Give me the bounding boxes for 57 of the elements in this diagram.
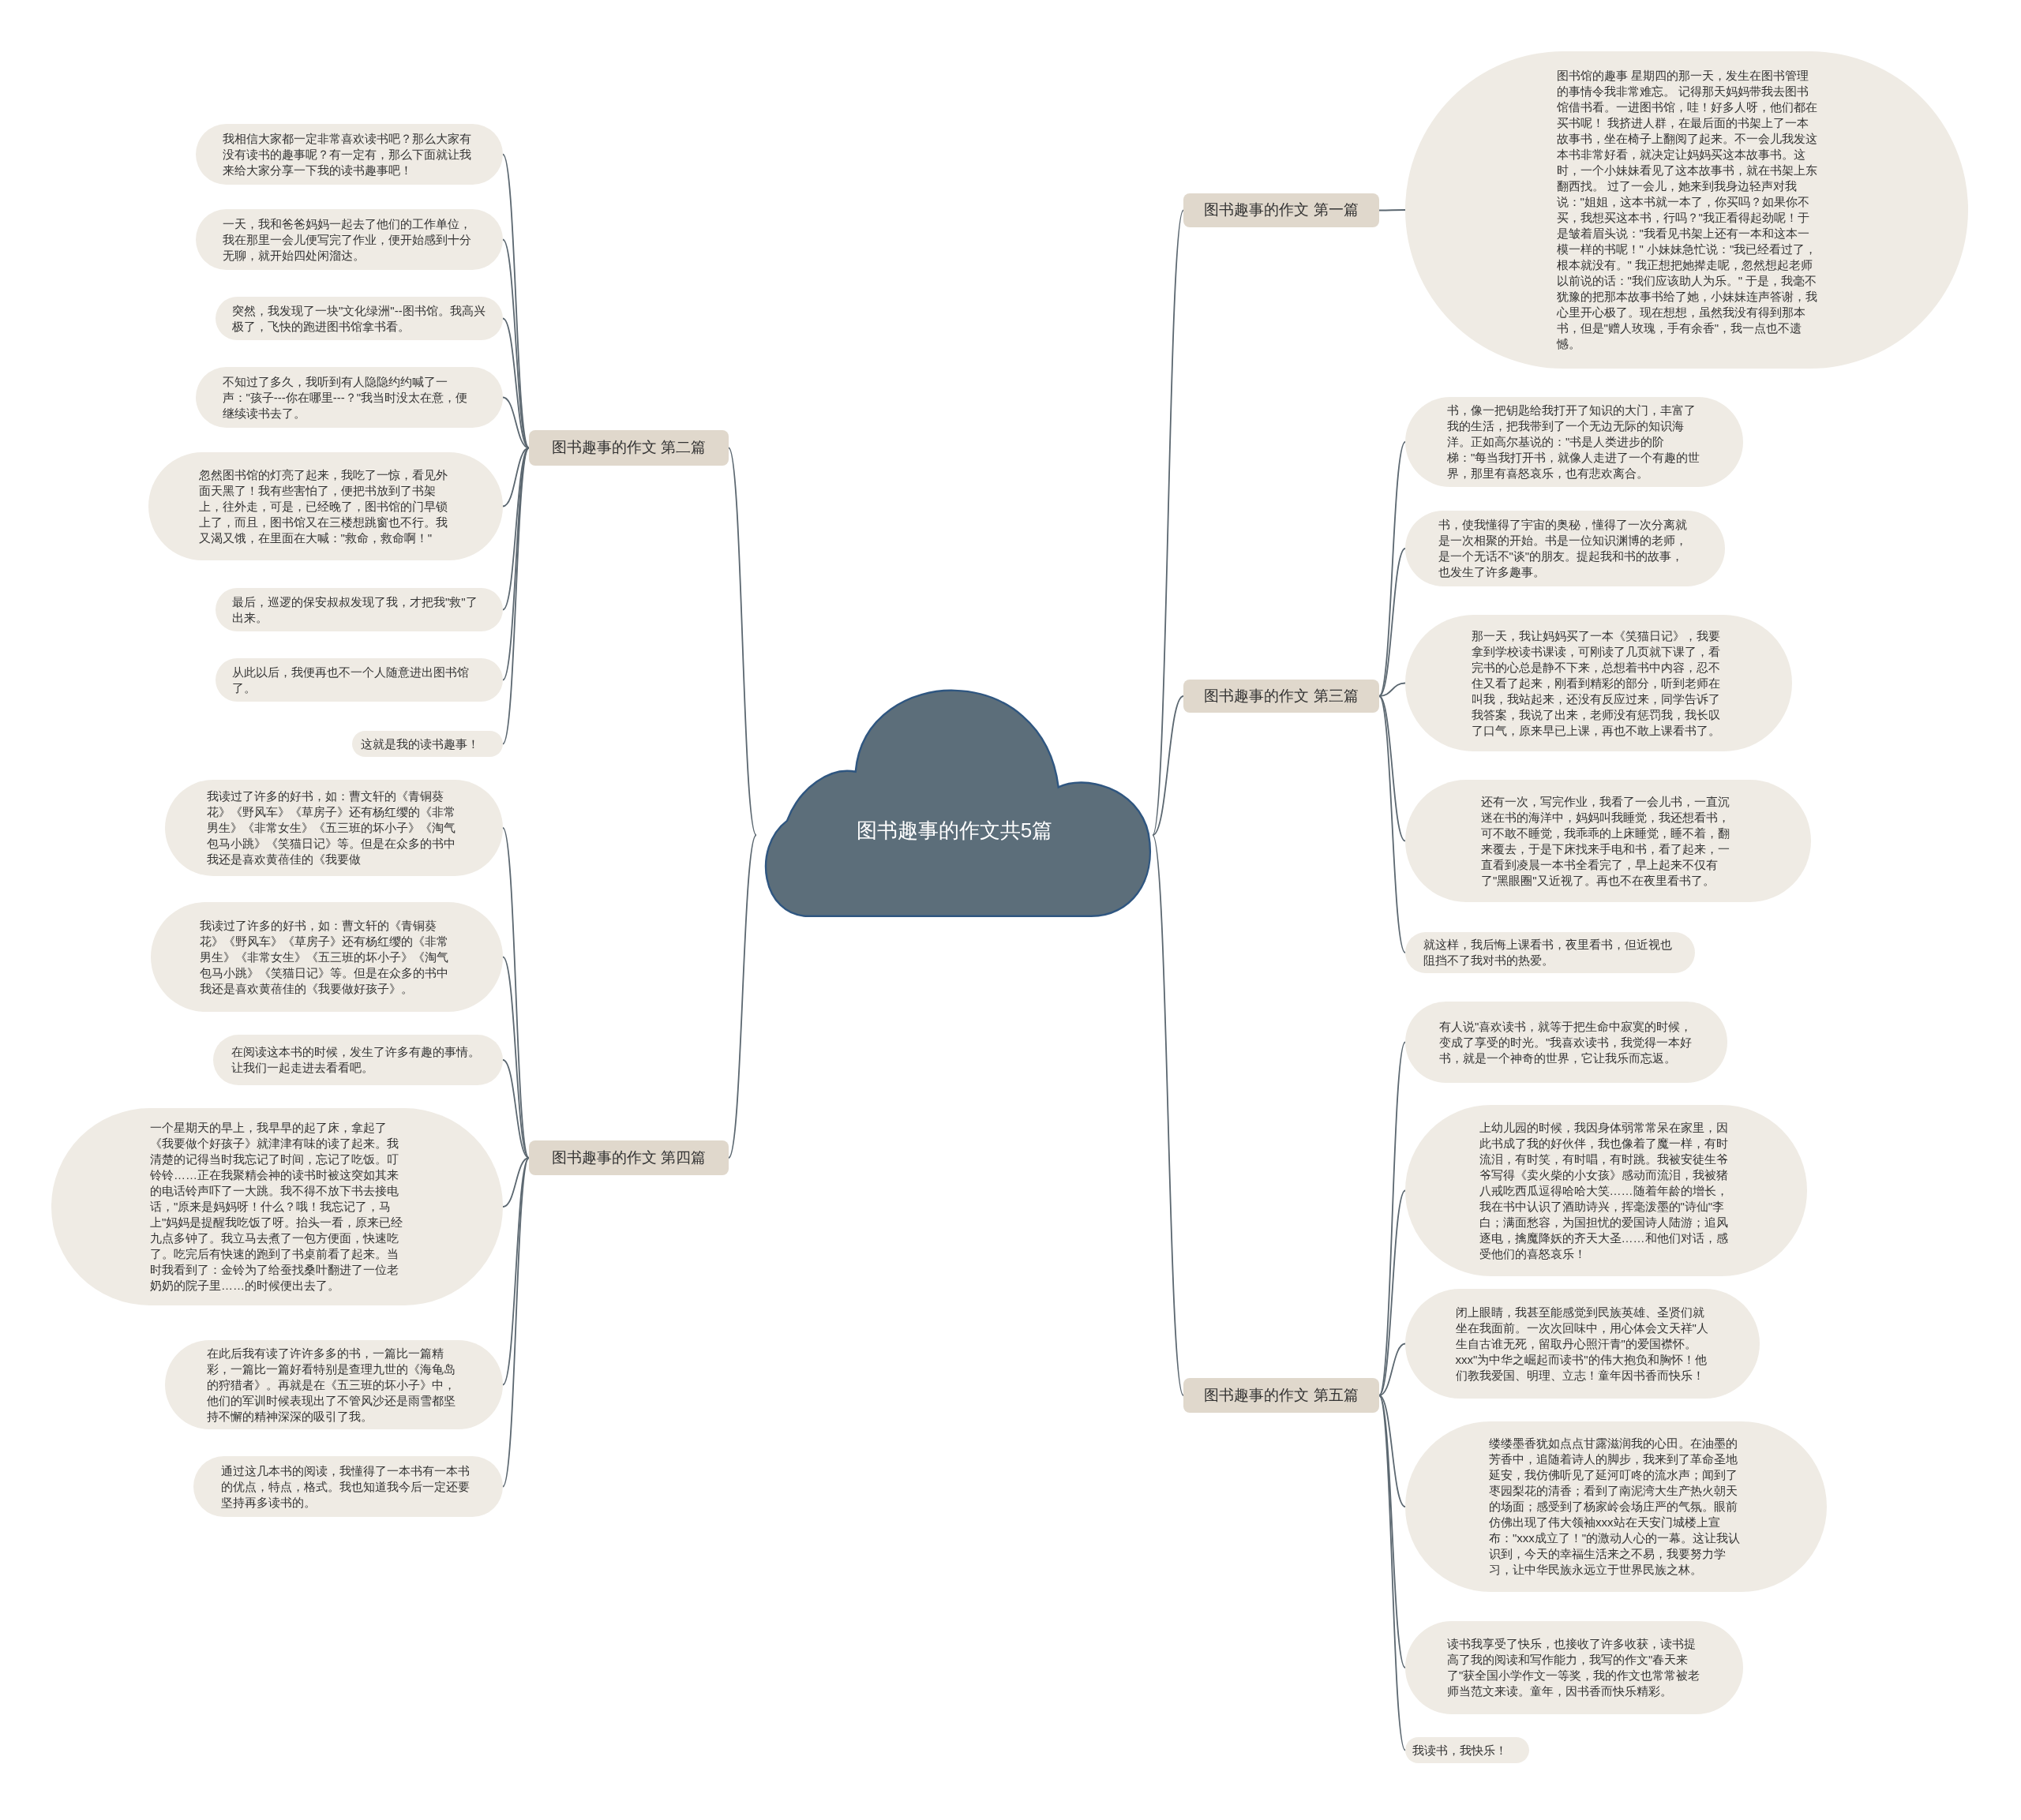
connector-line [502, 1059, 530, 1159]
connector-line [1378, 695, 1406, 842]
connector-line [1378, 1041, 1406, 1396]
connector-line [502, 447, 530, 507]
text-bubble: 我相信大家都一定非常喜欢读书吧？那么大家有没有读书的趣事呢？有一定有，那么下面就让我来给大家分享一下我的读书趣事吧！ [196, 124, 503, 185]
text-bubble: 突然，我发现了一块"文化绿洲"--图书馆。我高兴极了，飞快的跑进图书馆拿书看。 [216, 297, 503, 340]
connector-line [1378, 1189, 1406, 1396]
text-bubble: 我读过了许多的好书，如：曹文轩的《青铜葵花》《野风车》《草房子》还有杨红缨的《非常男生》《非常女生》《五三班的坏小子》《淘气包马小跳》《笑猫日记》等。但是在众多的书中我还是喜欢黄蓓佳的《我要做 [165, 780, 503, 876]
text-bubble: 缕缕墨香犹如点点甘露滋润我的心田。在油墨的芳香中，追随着诗人的脚步，我来到了革命圣地延安，我仿佛听见了延河叮咚的流水声；闻到了枣园梨花的清香；看到了南泥湾大生产热火朝天的场面；感受到了杨家岭会场庄严的气氛。眼前仿佛出现了伟大领袖xxx站在天安门城楼上宣布："xxx成立了！"的激动人心的一幕。这让我认识到，今天的幸福生活来之不易，我要努力学习，让中华民族永远立于世界民族之林。 [1405, 1421, 1827, 1592]
topic-pill: 图书趣事的作文 第五篇 [1183, 1378, 1379, 1413]
text-bubble: 闭上眼睛，我甚至能感觉到民族英雄、圣贤们就坐在我面前。一次次回味中，用心体会文天祥"人生自古谁无死，留取丹心照汗青"的爱国襟怀。xxx"为中华之崛起而读书"的伟大抱负和胸怀！他们教我爱国、明理、立志！童年因书香而快乐！ [1405, 1289, 1760, 1399]
central-topic: 图书趣事的作文共5篇 [856, 817, 1053, 844]
connector-line [502, 827, 530, 1159]
connector-line [1378, 1343, 1406, 1396]
text-bubble: 一个星期天的早上，我早早的起了床，拿起了《我要做个好孩子》就津津有味的读了起来。我清楚的记得当时我忘记了时间，忘记了吃饭。叮铃铃……正在我聚精会神的读书时被这突如其来的电话铃声吓了一大跳。我不得不放下书去接电话，"原来是妈妈呀！什么？哦！我忘记了，马上"妈妈是提醒我吃饭了呀。抬头一看，原来已经九点多钟了。我立马去煮了一包方便面，快速吃了。吃完后有快速的跑到了书桌前看了起来。当时我看到了：金铃为了给蚕找桑叶翻进了一位老奶奶的院子里……的时候便出去了。 [51, 1108, 503, 1305]
text-bubble: 忽然图书馆的灯亮了起来，我吃了一惊，看见外面天黑了！我有些害怕了，便把书放到了书架上，往外走，可是，已经晚了，图书馆的门早锁上了，而且，图书馆又在三楼想跳窗也不行。我又渴又饿，在里面在大喊："救命，救命啊！" [148, 452, 503, 560]
text-bubble: 书，使我懂得了宇宙的奥秘，懂得了一次分离就是一次相聚的开始。书是一位知识渊博的老师，是一个无话不"谈"的朋友。提起我和书的故事，也发生了许多趣事。 [1405, 511, 1725, 586]
text-bubble: 不知过了多久，我听到有人隐隐约约喊了一声："孩子---你在哪里---？"我当时没太在意，便继续读书去了。 [196, 367, 503, 428]
connector-line [728, 834, 757, 1159]
text-bubble: 有人说"喜欢读书，就等于把生命中寂寞的时候，变成了享受的时光。"我喜欢读书，我觉得一本好书，就是一个神奇的世界，它让我乐而忘返。 [1405, 1002, 1727, 1083]
connector-line [1152, 695, 1184, 837]
text-bubble: 书，像一把钥匙给我打开了知识的大门，丰富了我的生活，把我带到了一个无边无际的知识海洋。正如高尔基说的："书是人类进步的阶梯："每当我打开书，就像人走进了一个有趣的世界，那里有喜怒哀乐，也有悲欢离合。 [1405, 397, 1743, 487]
text-bubble: 最后，巡逻的保安叔叔发现了我，才把我"救"了出来。 [216, 588, 503, 631]
topic-pill: 图书趣事的作文 第二篇 [529, 430, 729, 466]
text-bubble: 这就是我的读书趣事！ [352, 731, 503, 757]
connector-line [502, 447, 530, 745]
text-bubble: 通过这几本书的阅读，我懂得了一本书有一本书的优点，特点，格式。我也知道我今后一定还要坚持再多读书的。 [193, 1456, 503, 1517]
text-bubble: 我读过了许多的好书，如：曹文轩的《青铜葵花》《野风车》《草房子》还有杨红缨的《非常男生》《非常女生》《五三班的坏小子》《淘气包马小跳》《笑猫日记》等。但是在众多的书中我还是喜欢黄蓓佳的《我要做好孩子》。 [151, 902, 503, 1012]
text-bubble: 一天，我和爸爸妈妈一起去了他们的工作单位，我在那里一会儿便写完了作业，便开始感到十分无聊，就开始四处闲溜达。 [196, 209, 503, 270]
connector-line [502, 396, 530, 449]
text-bubble: 读书我享受了快乐，也接收了许多收获，读书提高了我的阅读和写作能力，我写的作文"春天来了"获全国小学作文一等奖，我的作文也常常被老师当范文来读。童年，因书香而快乐精彩。 [1405, 1621, 1743, 1714]
connector-line [1378, 682, 1406, 697]
text-bubble: 上幼儿园的时候，我因身体弱常常呆在家里，因此书成了我的好伙伴，我也像着了魔一样，有时流泪，有时笑，有时唱，有时跳。我被安徒生爷爷写得《卖火柴的小女孩》感动而流泪，我被猪八戒吃西瓜逗得哈哈大笑……随着年龄的增长，我在书中认识了酒助诗兴，挥毫泼墨的"诗仙"李白；满面愁容，为国担忧的爱国诗人陆游；追风逐电，擒魔降妖的齐天大圣……和他们对话，感受他们的喜怒哀乐！ [1405, 1105, 1807, 1276]
topic-pill: 图书趣事的作文 第三篇 [1183, 680, 1379, 713]
connector-line [1152, 834, 1184, 1396]
text-bubble: 那一天，我让妈妈买了一本《笑猫日记》，我要拿到学校读书课读，可刚读了几页就下课了，看完书的心总是静不下来，总想着书中内容，忍不住又看了起来，刚看到精彩的部分，听到老师在叫我，我站起来，还没有反应过来，同学告诉了我答案，我说了出来，老师没有惩罚我，我长叹了口气，原来早已上课，再也不敢上课看书了。 [1405, 615, 1792, 751]
text-bubble: 就这样，我后悔上课看书，夜里看书，但近视也阻挡不了我对书的热爱。 [1405, 932, 1695, 973]
connector-line [1378, 548, 1406, 697]
topic-pill: 图书趣事的作文 第一篇 [1183, 193, 1379, 227]
connector-line [1378, 209, 1406, 212]
connector-line [728, 447, 757, 837]
connector-line [502, 1157, 530, 1208]
connector-line [502, 238, 530, 449]
connector-line [502, 1157, 530, 1488]
text-bubble: 还有一次，写完作业，我看了一会儿书，一直沉迷在书的海洋中，妈妈叫我睡觉，我还想看书，可不敢不睡觉，我乖乖的上床睡觉，睡不着，翻来覆去，于是下床找来手电和书，看了起来，一直看到凌晨一本书全看完了，早上起来不仅有了"黑眼圈"又近视了。再也不在夜里看书了。 [1405, 780, 1811, 902]
topic-pill: 图书趣事的作文 第四篇 [529, 1140, 729, 1175]
connector-line [502, 956, 530, 1159]
connector-line [1378, 1395, 1406, 1751]
text-bubble: 图书馆的趣事 星期四的那一天，发生在图书管理的事情令我非常难忘。 记得那天妈妈带我去图书馆借书看。一进图书馆，哇！好多人呀，他们都在买书呢！ 我挤进人群，在最后面的书架上了一本故事书，坐在椅子上翻阅了起来。不一会儿我发这本书非常好看，就决定让妈妈买这本故事书。这时，一个小妹妹看见了这本故事书，就在书架上东翻西找。 过了一会儿，她来到我身边轻声对我说："姐姐，这本书就一本了，你买吗？如果你不买，我想买这本书，行吗？"我正看得起劲呢！于是皱着眉头说："我看见书架上还有一本和这本一模一样的书呢！" 小妹妹急忙说："我已经看过了，根本就没有。" 我正想把她撵走呢，忽然想起老师以前说的话："我们应该助人为乐。" 于是，我毫不犹豫的把那本故事书给了她，小妹妹连声答谢，我心里开心极了。现在想想，虽然我没有得到那本书，但是"赠人玫瑰，手有余香"，我一点也不遗憾。 [1405, 51, 1968, 369]
connector-line [1378, 695, 1406, 953]
text-bubble: 在阅读这本书的时候，发生了许多有趣的事情。让我们一起走进去看看吧。 [213, 1035, 503, 1085]
connector-line [1152, 209, 1184, 837]
text-bubble: 在此后我有读了许许多多的书，一篇比一篇精彩，一篇比一篇好看特别是查理九世的《海龟岛的狩猎者》。再就是在《五三班的坏小子》中，他们的军训时候表现出了不管风沙还是雨雪都坚持不懈的精神深深的吸引了我。 [165, 1340, 503, 1429]
text-bubble: 从此以后，我便再也不一个人随意进出图书馆了。 [216, 658, 503, 702]
connector-line [1378, 1395, 1406, 1507]
connector-line [502, 1157, 530, 1386]
text-bubble: 我读书，我快乐！ [1405, 1737, 1529, 1763]
